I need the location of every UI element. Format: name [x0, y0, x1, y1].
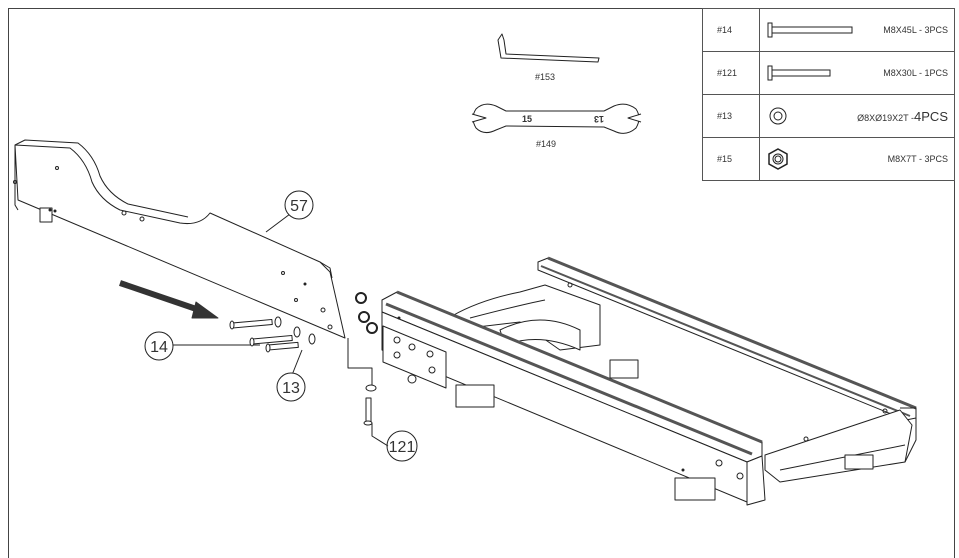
part-desc: M8X7T - 3PCS [759, 137, 955, 181]
leader-57 [265, 213, 291, 233]
callout-57: 57 [284, 190, 314, 220]
callout-57-text: 57 [290, 198, 308, 215]
bolts-14 [229, 319, 299, 353]
hex-nut-icon [768, 148, 788, 170]
callout-121: 121 [386, 430, 418, 462]
wrench-label: #149 [536, 139, 556, 149]
part-code: #14 [702, 8, 760, 52]
part-code: #15 [702, 137, 760, 181]
part-qty: 4PCS [914, 108, 948, 124]
leader-121-b [371, 423, 389, 447]
callout-13-text: 13 [282, 380, 300, 397]
short-bolt-icon [767, 65, 831, 81]
insert-direction-arrow-icon [119, 280, 219, 319]
base-frame [381, 256, 917, 506]
washers-13 [274, 316, 316, 345]
part-spec: M8X45L - 3PCS [883, 25, 948, 35]
part-spec: M8X30L - 1PCS [883, 68, 948, 78]
part-desc: M8X45L - 3PCS [759, 8, 955, 52]
table-row: #121 M8X30L - 1PCS [702, 51, 955, 95]
table-row: #15 M8X7T - 3PCS [702, 137, 955, 181]
callout-14: 14 [144, 331, 174, 361]
table-row: #13 Ø8XØ19X2T - 4PCS [702, 94, 955, 138]
nuts-15 [355, 292, 378, 334]
allen-key-icon [497, 33, 600, 63]
part-desc: M8X30L - 1PCS [759, 51, 955, 95]
callout-13: 13 [276, 372, 306, 402]
callout-121-text: 121 [389, 439, 416, 456]
part-desc: Ø8XØ19X2T - 4PCS [759, 94, 955, 138]
parts-table: #14 M8X45L - 3PCS #121 M8X30L - 1PCS #13 [702, 8, 955, 181]
wrench-size-right: 13 [594, 114, 604, 124]
allen-key-label: #153 [535, 72, 555, 82]
wrench-size-left: 15 [522, 114, 532, 124]
table-row: #14 M8X45L - 3PCS [702, 8, 955, 52]
drawing-frame [8, 8, 955, 558]
part-spec: Ø8XØ19X2T - [857, 112, 915, 123]
stabilizer-beam [13, 139, 346, 339]
callout-14-text: 14 [150, 339, 168, 356]
part-code: #121 [702, 51, 760, 95]
bolt-121 [363, 384, 377, 426]
leader-121-a [347, 338, 373, 385]
part-code: #13 [702, 94, 760, 138]
washer-icon [769, 107, 787, 125]
part-spec: M8X7T - 3PCS [887, 154, 948, 164]
long-bolt-icon [767, 22, 853, 38]
wrench-icon [471, 103, 642, 134]
